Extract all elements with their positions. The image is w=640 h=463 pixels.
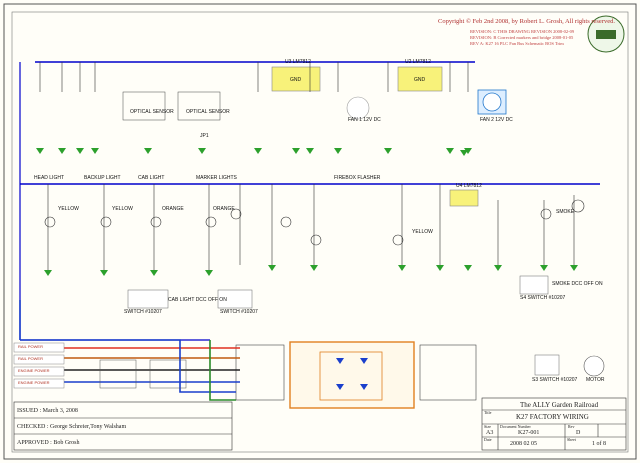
lighting-circuits bbox=[44, 184, 585, 270]
fan-2 bbox=[482, 92, 502, 112]
optical-sensor-1 bbox=[122, 91, 166, 121]
title-block-frame bbox=[13, 397, 627, 451]
backup-light-label: BACKUP LIGHT bbox=[84, 175, 121, 181]
date-value: 2008 02 05 bbox=[510, 441, 537, 447]
company-name: The ALLY Garden Railroad bbox=[520, 401, 599, 409]
u2-gnd-label: GND bbox=[414, 77, 426, 83]
led-yellow-1-label: YELLOW bbox=[58, 206, 79, 212]
track-terminals bbox=[13, 342, 65, 389]
terminal-1-label: RAIL POWER bbox=[18, 344, 43, 349]
motor bbox=[583, 355, 605, 377]
input-capacitors bbox=[39, 62, 469, 92]
cab-light-label: CAB LIGHT bbox=[138, 175, 165, 181]
rev-value: D bbox=[576, 430, 581, 436]
revision-b: REVISION: B Corrected markers and bridge… bbox=[470, 35, 574, 40]
copyright-notice: Copyright © Feb 2nd 2008, by Robert L. G… bbox=[438, 18, 615, 25]
size-value: A3 bbox=[486, 430, 494, 436]
revision-c: REVISION: C THIS DRAWING REVISION 2008-0… bbox=[470, 29, 575, 34]
track-wiring bbox=[19, 300, 240, 401]
regulator-u4 bbox=[449, 189, 479, 207]
optical-sensor-2-label: OPTICAL SENSOR bbox=[186, 109, 230, 115]
led-orange-1-label: ORANGE bbox=[162, 206, 184, 212]
doc-number-caption: Document Number bbox=[500, 424, 531, 429]
regulator-u2 bbox=[397, 66, 443, 92]
led-yellow-3-label: YELLOW bbox=[412, 229, 433, 235]
sheet-caption: Sheet bbox=[567, 437, 576, 442]
firebox-flasher-label: FIREBOX FLASHER bbox=[334, 175, 381, 181]
head-light-label: HEAD LIGHT bbox=[34, 175, 65, 181]
regulator-u3 bbox=[271, 66, 321, 92]
switch-3-label: S3 SWITCH #10207 bbox=[532, 377, 578, 383]
switch-4 bbox=[519, 275, 549, 295]
smoke-label: SMOKE bbox=[556, 209, 575, 215]
jumper-jp1-label: JP1 bbox=[200, 133, 209, 139]
inner-border bbox=[11, 11, 629, 453]
size-caption: Size bbox=[484, 424, 491, 429]
switch-1 bbox=[127, 289, 169, 309]
bridge-diodes bbox=[336, 358, 368, 390]
fan-2-label: FAN 2 12V DC bbox=[480, 117, 513, 123]
optical-sensor-2 bbox=[177, 91, 221, 121]
led-orange-2-label: ORANGE bbox=[213, 206, 235, 212]
switch-2 bbox=[217, 289, 253, 309]
led-yellow-2-label: YELLOW bbox=[112, 206, 133, 212]
smoke-dcc-label: SMOKE DCC OFF ON bbox=[552, 281, 603, 287]
switch-4-label: S4 SWITCH #10207 bbox=[520, 295, 566, 301]
approved-field: APPROVED : Bob Grosh bbox=[17, 440, 80, 446]
terminal-3-label: ENGINE POWER bbox=[18, 368, 50, 373]
cab-light-dcc-label: CAB LIGHT DCC OFF ON bbox=[168, 297, 227, 303]
u2-label: U2 LM7812 bbox=[405, 59, 431, 65]
fan-1-label: FAN 1 12V DC bbox=[348, 117, 381, 123]
railroad-logo-engine bbox=[596, 30, 616, 39]
u3-gnd-label: GND bbox=[290, 77, 302, 83]
drawing-title: K27 FACTORY WIRING bbox=[516, 413, 589, 421]
doc-number: K27-001 bbox=[518, 430, 540, 436]
issued-field: ISSUED : March 3, 2008 bbox=[17, 408, 78, 414]
revision-a: REV A: K27 16 PLC Fan Bus Schematic BOS … bbox=[470, 41, 564, 46]
checked-field: CHECKED : George Schreier,Tony Walsham bbox=[17, 424, 127, 430]
track-bridge-2 bbox=[149, 359, 187, 389]
date-caption: Date bbox=[484, 437, 492, 442]
rev-caption: Rev bbox=[568, 424, 575, 429]
fan-1 bbox=[346, 96, 370, 120]
outer-border bbox=[3, 3, 637, 460]
terminal-4-label: ENGINE POWER bbox=[18, 380, 50, 385]
title-caption: Title bbox=[484, 410, 492, 415]
switch-1-label: SWITCH #10207 bbox=[124, 309, 162, 315]
marker-lights-label: MARKER LIGHTS bbox=[196, 175, 237, 181]
optical-sensor-1-label: OPTICAL SENSOR bbox=[130, 109, 174, 115]
bridge-rectifier bbox=[319, 351, 383, 401]
track-bridge-1 bbox=[99, 359, 137, 389]
switch-3 bbox=[534, 354, 560, 376]
sheet-value: 1 of 8 bbox=[592, 441, 606, 447]
connector-right bbox=[419, 344, 477, 401]
motor-label: MOTOR bbox=[586, 377, 605, 383]
ground-symbols bbox=[36, 148, 578, 276]
switch-2-label: SWITCH #10207 bbox=[220, 309, 258, 315]
u3-label: U3 LM7812 bbox=[285, 59, 311, 65]
terminal-2-label: RAIL POWER bbox=[18, 356, 43, 361]
decoder-board bbox=[289, 341, 415, 409]
connector-left bbox=[235, 344, 285, 401]
u4-label: U4 LM7812 bbox=[456, 183, 482, 189]
